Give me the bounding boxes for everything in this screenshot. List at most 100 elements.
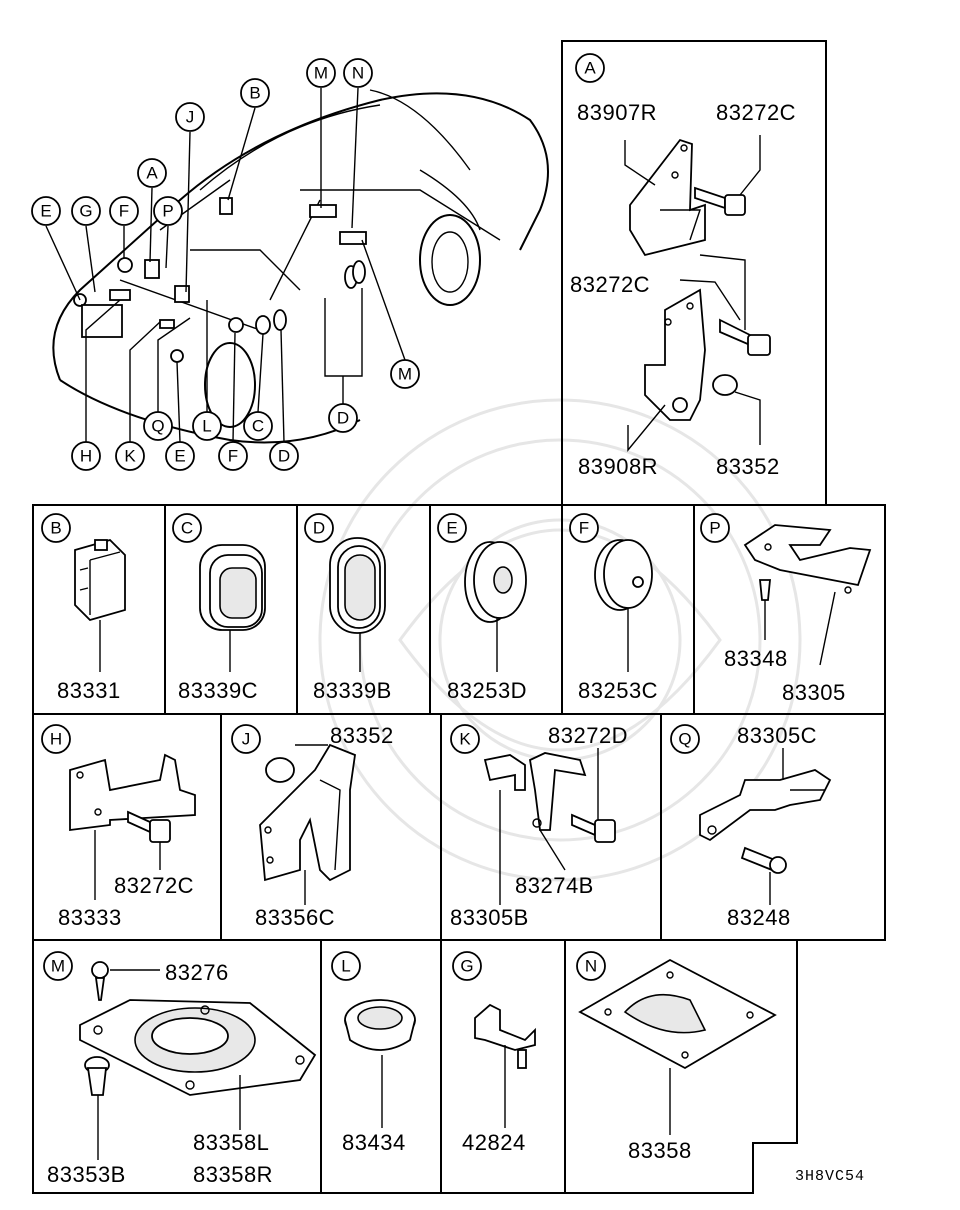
svg-text:G: G [79, 202, 92, 221]
callout-C: C [243, 411, 273, 441]
callout-P: P [153, 196, 183, 226]
svg-text:M: M [398, 365, 412, 384]
callout-H: H [71, 441, 101, 471]
part-83333: 83333 [58, 905, 122, 930]
overview-callouts: E G F A P J B M N M D H K Q E L F C D [31, 58, 420, 471]
svg-text:C: C [252, 417, 264, 436]
svg-text:G: G [460, 957, 473, 976]
callout-B: B [240, 78, 270, 108]
part-83305C: 83305C [737, 723, 817, 748]
part-83248: 83248 [727, 905, 791, 930]
svg-text:P: P [162, 202, 173, 221]
panel-Q: Q 83305C 83248 [670, 723, 832, 930]
panel-E: E 83253D [437, 513, 527, 703]
callout-N: N [343, 58, 373, 88]
svg-text:E: E [40, 202, 51, 221]
part-83358L: 83358L [193, 1130, 269, 1155]
panel-J: J 83352 83356C [231, 723, 394, 930]
part-83276: 83276 [165, 960, 229, 985]
svg-text:M: M [51, 957, 65, 976]
panel-G: G 42824 [452, 951, 536, 1155]
diagram-code: 3H8VC54 [795, 1168, 865, 1185]
part-83339B: 83339B [313, 678, 392, 703]
svg-text:A: A [584, 59, 596, 78]
panel-F: F 83253C [569, 513, 658, 703]
part-83907R: 83907R [577, 100, 657, 125]
part-83434: 83434 [342, 1130, 406, 1155]
callout-G: G [71, 196, 101, 226]
part-42824: 42824 [462, 1130, 526, 1155]
panel-B: B 83331 [41, 513, 126, 703]
part-83358: 83358 [628, 1138, 692, 1163]
part-83272C-upper: 83272C [716, 100, 796, 125]
part-83253D: 83253D [447, 678, 527, 703]
svg-text:H: H [80, 447, 92, 466]
panel-H: H 83272C 83333 [41, 724, 196, 930]
svg-text:Q: Q [678, 730, 691, 749]
svg-text:F: F [579, 519, 589, 538]
svg-text:E: E [446, 519, 457, 538]
svg-text:F: F [228, 447, 238, 466]
callout-D-mid: D [328, 403, 358, 433]
part-83339C: 83339C [178, 678, 258, 703]
svg-text:C: C [181, 519, 193, 538]
callout-L: L [192, 411, 222, 441]
callout-F-top: F [109, 196, 139, 226]
svg-text:K: K [459, 730, 471, 749]
part-83352-J: 83352 [330, 723, 394, 748]
svg-text:N: N [352, 64, 364, 83]
svg-text:D: D [313, 519, 325, 538]
callout-J: J [175, 102, 205, 132]
panel-L: L 83434 [331, 951, 416, 1155]
panel-N: N 83358 [576, 951, 777, 1163]
svg-text:H: H [50, 730, 62, 749]
part-83358R: 83358R [193, 1162, 273, 1187]
panel-A: A 83907R 83272C 83272C 83908R 83352 [561, 40, 827, 506]
panel-C: C 83339C [172, 513, 266, 703]
panel-M: M 83276 83358L 83358R 83353B [43, 951, 317, 1187]
part-83331: 83331 [57, 678, 121, 703]
svg-text:Q: Q [151, 417, 164, 436]
panel-D: D 83339B [304, 513, 392, 703]
svg-text:N: N [585, 957, 597, 976]
svg-text:P: P [709, 519, 720, 538]
vehicle-overview [52, 89, 549, 444]
svg-text:K: K [124, 447, 136, 466]
callout-D-bottom: D [269, 441, 299, 471]
panel-K: K 83272D 83274B 83305B [450, 723, 628, 930]
part-83352-A: 83352 [716, 454, 780, 479]
svg-text:J: J [186, 108, 195, 127]
callout-leaders [45, 87, 406, 443]
part-83356C: 83356C [255, 905, 335, 930]
callout-M-top: M [306, 58, 336, 88]
callout-E-bottom: E [165, 441, 195, 471]
svg-text:B: B [50, 519, 61, 538]
part-83272C-H: 83272C [114, 873, 194, 898]
svg-text:E: E [174, 447, 185, 466]
svg-text:M: M [314, 64, 328, 83]
svg-text:L: L [341, 957, 350, 976]
callout-M-right: M [390, 359, 420, 389]
callout-Q: Q [143, 411, 173, 441]
part-83305: 83305 [782, 680, 846, 705]
panel-row-3 [32, 939, 798, 1194]
part-83353B: 83353B [47, 1162, 126, 1187]
part-83272C-middle: 83272C [570, 272, 650, 297]
part-83908R: 83908R [578, 454, 658, 479]
callout-A: A [137, 158, 167, 188]
svg-text:B: B [249, 84, 260, 103]
part-83305B: 83305B [450, 905, 529, 930]
part-83253C: 83253C [578, 678, 658, 703]
svg-text:A: A [146, 164, 158, 183]
svg-text:D: D [337, 409, 349, 428]
svg-text:D: D [278, 447, 290, 466]
panel-P: P 83348 83305 [700, 513, 872, 705]
svg-text:F: F [119, 202, 129, 221]
svg-text:L: L [202, 417, 211, 436]
panel-row-1 [32, 504, 886, 715]
part-83348: 83348 [724, 646, 788, 671]
part-83272D: 83272D [548, 723, 628, 748]
svg-text:J: J [242, 730, 251, 749]
part-83274B: 83274B [515, 873, 594, 898]
